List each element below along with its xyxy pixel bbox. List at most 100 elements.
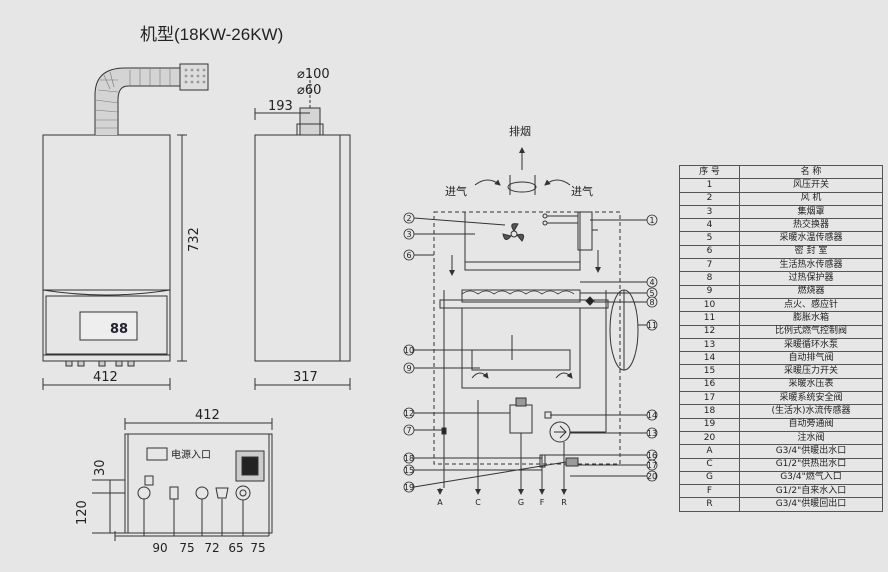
legend-number: 19 <box>679 417 740 432</box>
legend-number: 12 <box>679 324 740 339</box>
callout-number: 1 <box>649 216 654 225</box>
callout-number: 15 <box>404 466 414 475</box>
callout-number: 12 <box>404 409 414 418</box>
outlet-label: F <box>540 498 545 507</box>
callout-number: 3 <box>406 230 411 239</box>
legend-part-name: 自动排气阀 <box>739 351 883 366</box>
legend-number: 6 <box>679 244 740 260</box>
fan-icon <box>502 223 525 242</box>
callout-circle <box>403 424 415 436</box>
callout-number: 6 <box>406 251 411 260</box>
callout-circle <box>646 470 658 482</box>
legend-number: A <box>679 444 740 459</box>
legend-number: 2 <box>679 191 740 206</box>
spacing-dimension: 75 <box>179 541 194 555</box>
exhaust-label: 排烟 <box>509 124 531 138</box>
dim-193: 193 <box>268 99 293 114</box>
callout-circle <box>646 409 658 421</box>
callout-number: 13 <box>647 429 657 438</box>
callout-number: 16 <box>647 451 657 460</box>
legend-header-row: 序 号 名 称 <box>679 164 883 180</box>
schematic-diagram <box>413 147 647 495</box>
legend-part-name: 点火、感应针 <box>739 297 883 313</box>
legend-part-name: 热交换器 <box>739 218 883 233</box>
legend-row: 18(生活水)水流传感器 <box>679 404 883 419</box>
legend-part-name: G3/4"燃气入口 <box>739 470 883 486</box>
dim-412-bottom: 412 <box>195 408 220 423</box>
legend-part-name: 采暖循环水泵 <box>739 337 883 353</box>
spacing-dimension: 75 <box>250 541 265 555</box>
legend-number: 14 <box>679 351 740 366</box>
legend-part-name: 采暖水温传感器 <box>739 231 883 246</box>
legend-part-name: 密 封 室 <box>739 244 883 260</box>
legend-number: R <box>679 497 740 512</box>
legend-part-name: 燃烧器 <box>739 284 883 299</box>
callout-number: 10 <box>404 346 414 355</box>
callout-number: 17 <box>647 461 657 470</box>
legend-number: 1 <box>679 178 740 193</box>
intake-left-label: 进气 <box>445 184 467 198</box>
callout-number: 11 <box>647 321 657 330</box>
callout-circle <box>646 276 658 288</box>
legend-part-name: 自动旁通阀 <box>739 417 883 432</box>
callout-number: 7 <box>406 426 411 435</box>
callout-number: 19 <box>404 483 414 492</box>
callout-circle <box>403 452 415 464</box>
legend-part-name: 比例式燃气控制阀 <box>739 324 883 339</box>
legend-number: 20 <box>679 430 740 446</box>
page-title: 机型(18KW-26KW) <box>140 25 284 44</box>
legend-header-name: 名 称 <box>739 164 883 180</box>
front-view <box>42 63 209 390</box>
callout-circle <box>403 249 415 261</box>
legend-header-number: 序 号 <box>679 164 740 180</box>
outlet-label: R <box>561 498 567 507</box>
outlet-label: G <box>518 498 524 507</box>
callout-circle <box>403 344 415 356</box>
side-view <box>254 75 351 390</box>
callout-circle <box>403 464 415 476</box>
legend-number: 3 <box>679 204 740 220</box>
legend-number: 15 <box>679 364 740 379</box>
callout-circle <box>403 407 415 419</box>
callout-number: 4 <box>649 278 654 287</box>
legend-part-name: 风压开关 <box>739 178 883 193</box>
dim-317: 317 <box>293 370 318 385</box>
dim-732: 732 <box>187 227 202 252</box>
callout-circle <box>646 296 658 308</box>
legend-number: 10 <box>679 297 740 313</box>
callout-number: 14 <box>647 411 657 420</box>
power-inlet-label: 电源入口 <box>171 448 211 461</box>
dim-phi100: ⌀100 <box>297 67 330 82</box>
legend-number: 16 <box>679 377 740 393</box>
callout-circle <box>403 362 415 374</box>
legend-number: 7 <box>679 258 740 273</box>
callout-circle <box>403 481 415 493</box>
legend-part-name: (生活水)水流传感器 <box>739 404 883 419</box>
legend-part-name: 膨胀水箱 <box>739 311 883 326</box>
legend-number: 11 <box>679 311 740 326</box>
legend-part-name: G3/4"供暖出水口 <box>739 444 883 459</box>
legend-number: 8 <box>679 271 740 286</box>
outlet-label: C <box>475 498 481 507</box>
